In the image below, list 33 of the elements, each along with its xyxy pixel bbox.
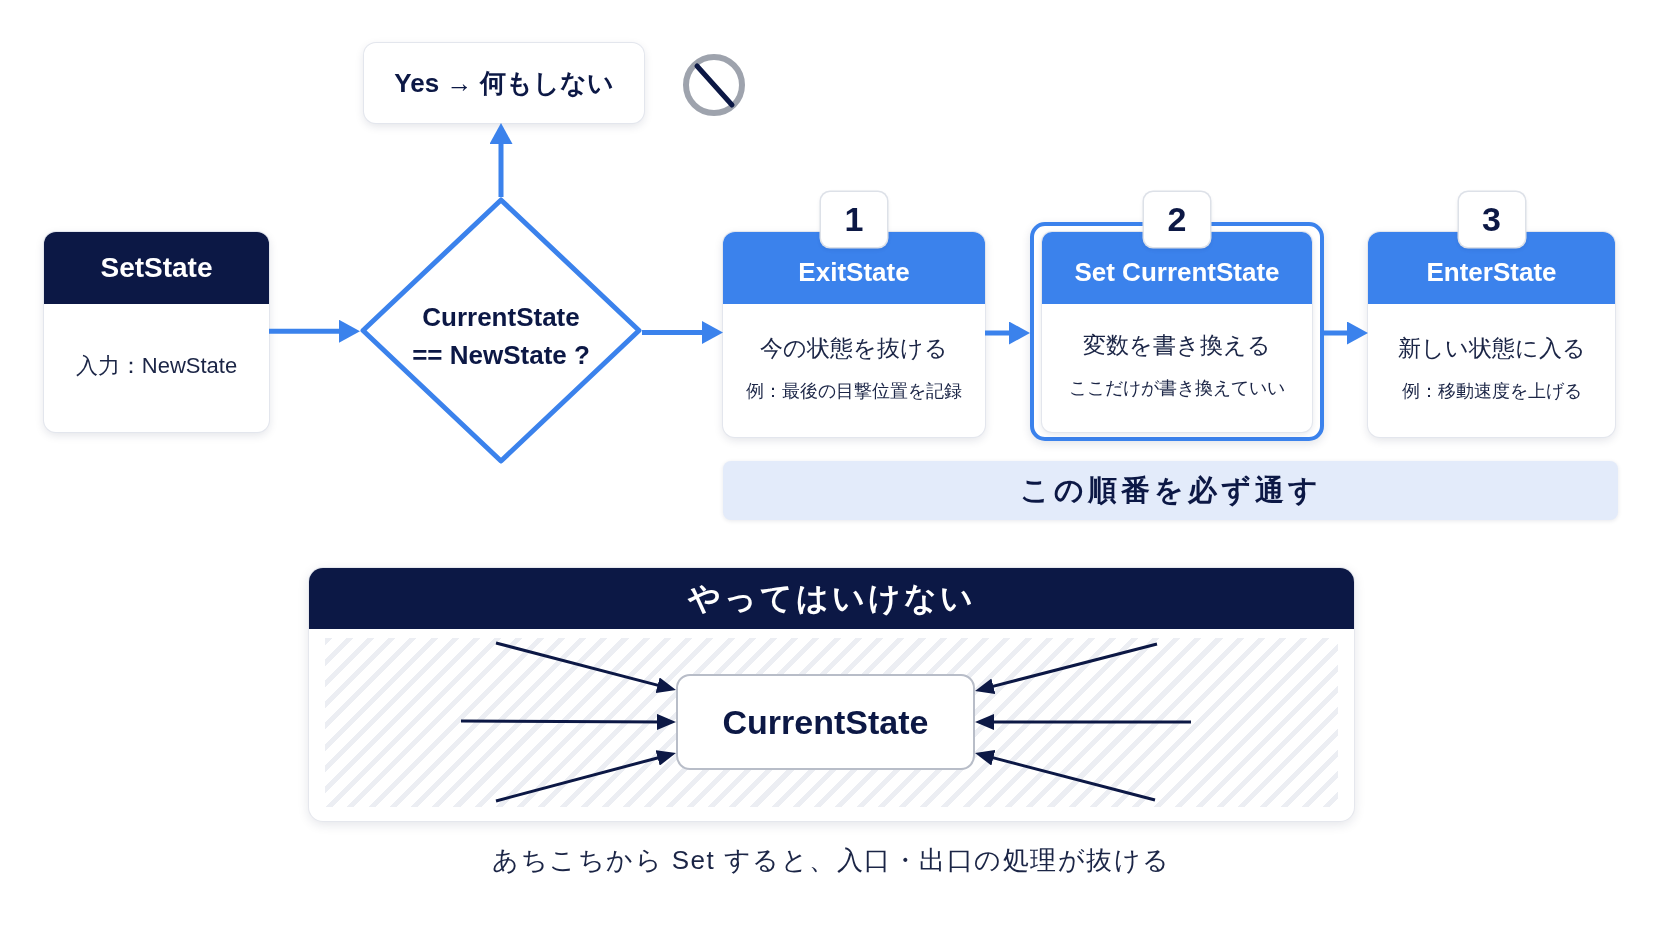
arrow [974, 750, 1156, 802]
step-example: 例：最後の目撃位置を記録 [746, 380, 962, 403]
outcome-note: Yes → 何もしない [364, 43, 644, 123]
step-number: 2 [1144, 192, 1210, 247]
panel-title: やってはいけない [309, 568, 1354, 629]
state-box: CurrentState [676, 674, 975, 770]
arrow [269, 319, 360, 343]
step-title: EnterState [1368, 232, 1615, 304]
input-text: 入力：NewState [75, 352, 238, 380]
step-description: 変数を書き換える [1083, 332, 1271, 360]
step-description: 新しい状態に入る [1397, 334, 1586, 363]
arrow [489, 123, 513, 197]
arrow [985, 321, 1030, 345]
arrow [642, 321, 723, 344]
step-title: ExitState [723, 232, 985, 304]
warning-panel [309, 568, 1354, 821]
step-number: 1 [821, 192, 887, 247]
step-example: ここだけが書き換えていい [1069, 378, 1285, 400]
function-card [44, 232, 269, 432]
arrow [495, 750, 677, 803]
step-number: 3 [1458, 192, 1525, 247]
arrow [461, 713, 676, 730]
arrow [974, 642, 1158, 694]
decision-text: CurrentState == NewState ? [411, 300, 591, 372]
caption-text: あちこちから Set すると、入口・出口の処理が抜ける [491, 843, 1172, 877]
step-example: 例：移動速度を上げる [1401, 380, 1582, 403]
arrow [495, 641, 677, 693]
order-banner: この順番を必ず通す [723, 461, 1618, 520]
card-title: SetState [44, 232, 269, 304]
step-title: Set CurrentState [1042, 232, 1312, 304]
arrow [975, 714, 1191, 730]
arrow [1324, 321, 1368, 345]
step-description: 今の状態を抜ける [760, 334, 948, 363]
